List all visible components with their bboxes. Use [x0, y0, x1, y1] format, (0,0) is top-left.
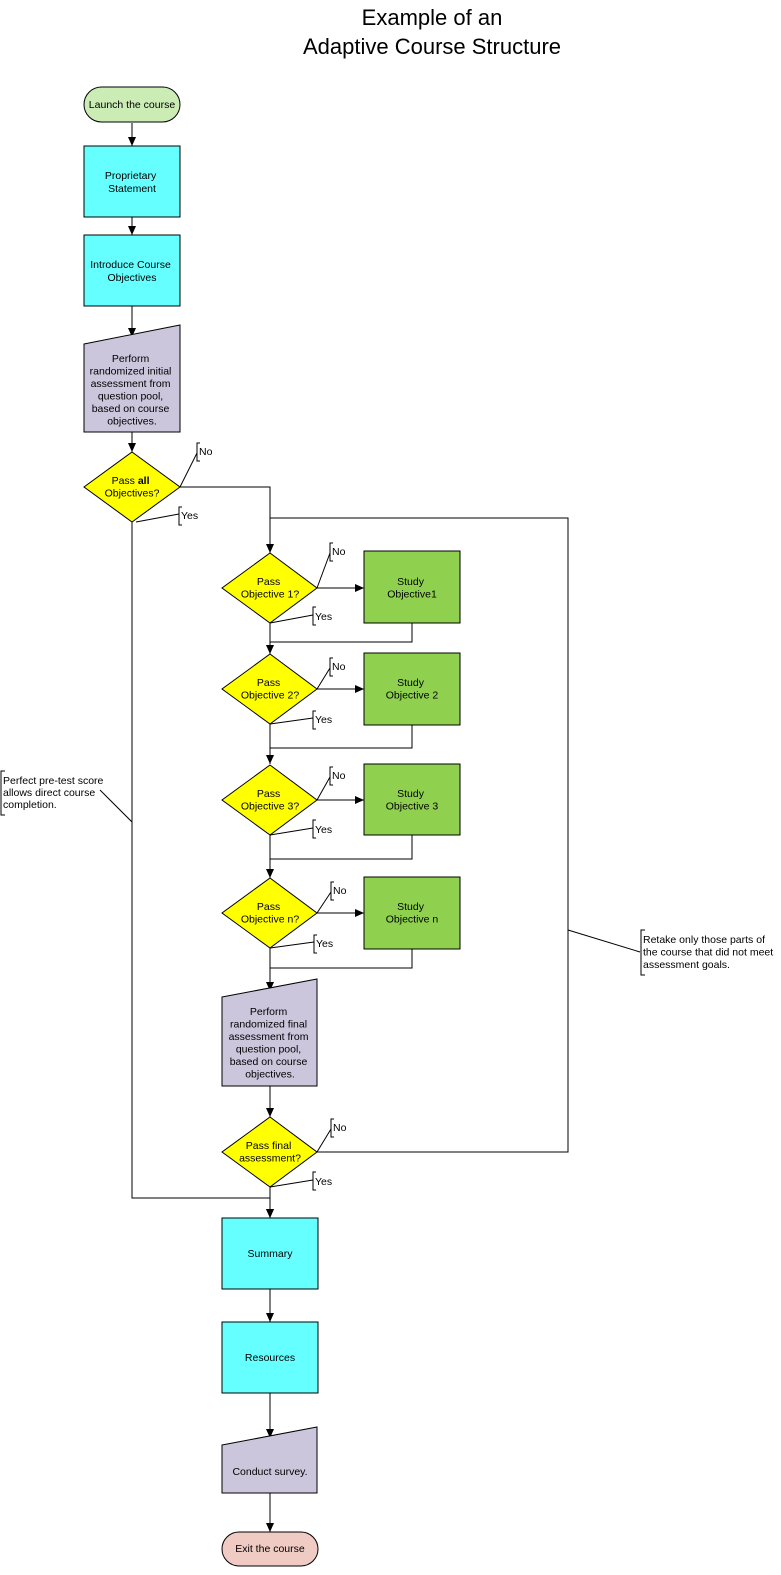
edge-label-passfinal-no: No [333, 1122, 347, 1134]
edge-label-obj1-no: No [332, 546, 346, 558]
edge-label-passall-no: No [199, 446, 213, 458]
edge-passfinal-no-loop [270, 517, 569, 1153]
label-pass-all: Pass all Objectives? [105, 475, 160, 500]
edge-label-passfinal-yes: Yes [315, 1176, 332, 1188]
study-objective-3-box [363, 763, 461, 836]
edge-studyn-return [270, 949, 413, 969]
initial-assessment-manual-input [83, 324, 181, 433]
label-pass-final: Pass final assessment? [239, 1140, 301, 1165]
study-objective-1-box [363, 550, 461, 624]
edge-study2-return [270, 725, 413, 749]
annotation-perfect-score: Perfect pre-test score allows direct cou… [0, 770, 106, 816]
study-objective-2-box [363, 652, 461, 726]
node-labels: Launch the course Proprietary Statement … [89, 99, 439, 1555]
launch-course-terminal [83, 86, 181, 123]
edge-label-obj3-no: No [332, 770, 346, 782]
label-resources: Resources [245, 1352, 295, 1364]
label-pass-objective-3: Pass Objective 3? [241, 788, 300, 813]
proprietary-statement-box [83, 145, 181, 218]
edge-label-obj2-no: No [332, 661, 346, 673]
edge-passall-no [180, 486, 274, 553]
label-study-objective-2: Study Objective 2 [386, 677, 439, 702]
diagram-title-line-1: Example of an [362, 5, 503, 30]
study-objective-n-box [363, 876, 461, 950]
label-pass-objective-2: Pass Objective 2? [241, 677, 300, 702]
label-proprietary: Proprietary Statement [105, 170, 159, 195]
pass-all-decision [83, 451, 181, 523]
diagram-title-line-2: Adaptive Course Structure [303, 34, 561, 59]
edge-label-objn-no: No [333, 885, 347, 897]
label-survey: Conduct survey. [232, 1466, 307, 1478]
introduce-objectives-box [83, 234, 181, 307]
edge-label-objn-yes: Yes [316, 938, 333, 950]
edge-label-passall-yes: Yes [181, 510, 198, 522]
label-study-objective-1: Study Objective1 [387, 576, 437, 601]
label-launch: Launch the course [89, 99, 176, 111]
svg-text:Retake only those parts of: Retake only those parts of the course th… [643, 934, 776, 971]
label-study-objective-n: Study Objective n [386, 901, 439, 926]
label-final-assessment: Perform randomized final assessment from… [229, 1006, 312, 1081]
annotation-leader-retake [567, 929, 641, 953]
edge-label-obj3-yes: Yes [315, 824, 332, 836]
label-pass-objective-n: Pass Objective n? [241, 901, 300, 926]
edge-study3-return [270, 835, 413, 860]
edge-study1-return [270, 623, 413, 643]
edges [99, 123, 641, 1532]
edge-passall-yes-bypass [131, 522, 270, 1199]
survey-manual-input [221, 1426, 318, 1494]
label-introduce: Introduce Course Objectives [90, 259, 173, 284]
annotation-retake: Retake only those parts of the course th… [640, 929, 776, 976]
edge-label-obj1-yes: Yes [315, 611, 332, 623]
label-summary: Summary [248, 1248, 294, 1260]
exit-course-terminal [221, 1531, 319, 1567]
edge-labels: No Yes No Yes No Yes No Yes No Yes [135, 442, 347, 1191]
label-study-objective-3: Study Objective 3 [386, 788, 439, 813]
label-pass-objective-1: Pass Objective 1? [241, 576, 300, 601]
label-initial-assessment: Perform randomized initial assessment fr… [90, 353, 175, 428]
label-exit: Exit the course [235, 1543, 305, 1555]
resources-box [221, 1321, 319, 1394]
svg-text:Perfect pre-test score a: Perfect pre-test score allows direct cou… [3, 775, 106, 811]
summary-box [221, 1217, 319, 1290]
final-assessment-manual-input [221, 978, 318, 1087]
annotation-leader-perfect [99, 789, 133, 823]
edge-label-obj2-yes: Yes [315, 714, 332, 726]
